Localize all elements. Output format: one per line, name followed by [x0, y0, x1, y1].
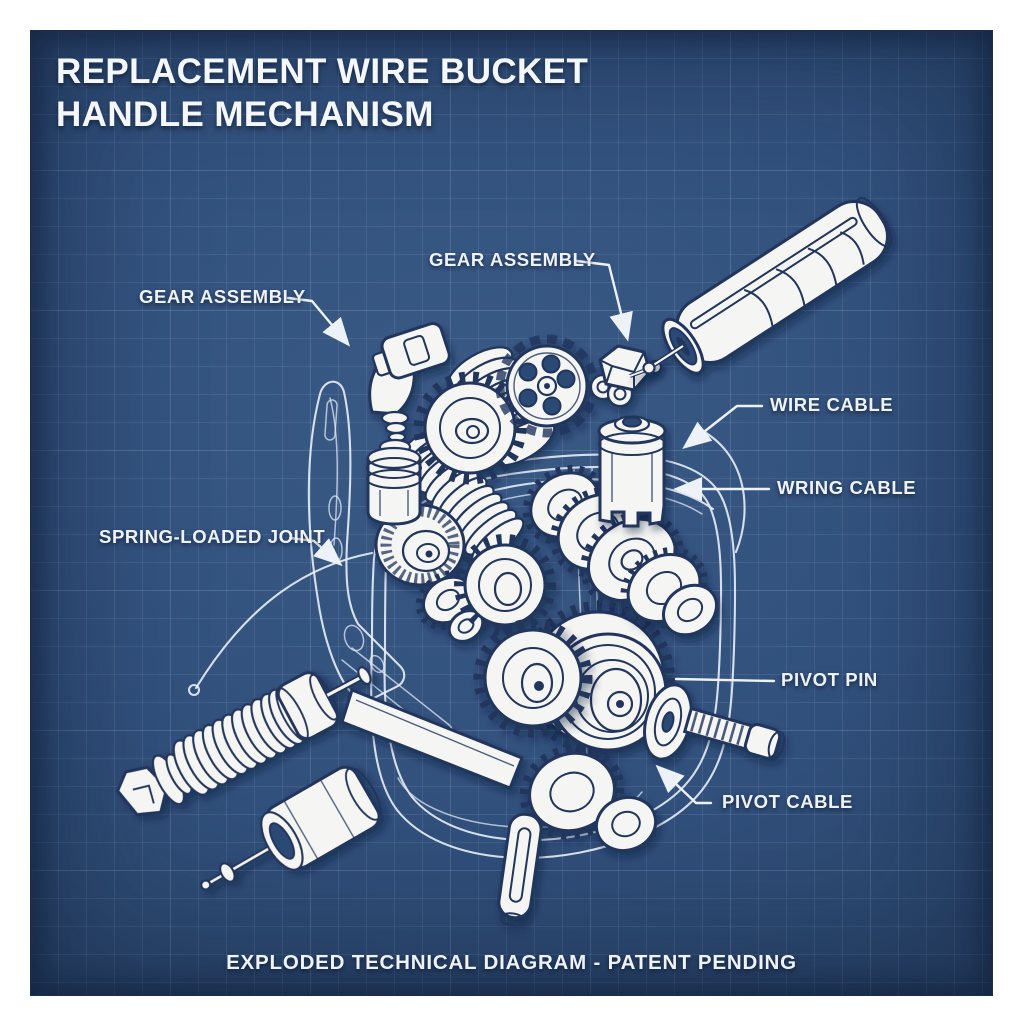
mid-gear — [454, 534, 556, 636]
spring-bolt — [115, 666, 372, 817]
support-beam — [340, 688, 524, 790]
leader-lines — [286, 259, 776, 805]
footer-caption: EXPLODED TECHNICAL DIAGRAM - PATENT PEND… — [226, 951, 797, 974]
label-wire-cable: WIRE CABLE — [770, 394, 894, 415]
label-spring-loaded-joint: SPRING-LOADED JOINT — [99, 526, 326, 547]
leader-pivot-pin — [674, 677, 776, 683]
leader-wire-cable — [682, 404, 764, 449]
spur-gear — [413, 371, 527, 485]
label-wring-cable: WRING CABLE — [777, 477, 917, 498]
label-gear-assembly-top: GEAR ASSEMBLY — [429, 249, 596, 270]
leader-pivot-cable — [655, 764, 713, 805]
handle-grip — [629, 196, 893, 378]
clamp-piston — [366, 322, 451, 526]
leader-gear-assembly-top — [575, 259, 633, 342]
capped-cylinder — [597, 415, 667, 528]
label-pivot-cable: PIVOT CABLE — [722, 791, 853, 812]
label-pivot-pin: PIVOT PIN — [781, 669, 878, 690]
bore-cylinder — [200, 765, 382, 891]
gear-cluster — [366, 322, 718, 927]
bottom-gears — [497, 744, 658, 927]
label-gear-assembly-left: GEAR ASSEMBLY — [139, 286, 306, 307]
spoked-wheel — [495, 334, 599, 438]
front-gear — [473, 618, 593, 738]
pivot-pin-bolt — [682, 706, 786, 760]
leader-gear-assembly-left — [286, 296, 351, 347]
hex-nut — [589, 344, 663, 408]
leader-spring-loaded-joint — [288, 536, 343, 567]
page-title: REPLACEMENT WIRE BUCKET HANDLE MECHANISM — [56, 52, 589, 135]
